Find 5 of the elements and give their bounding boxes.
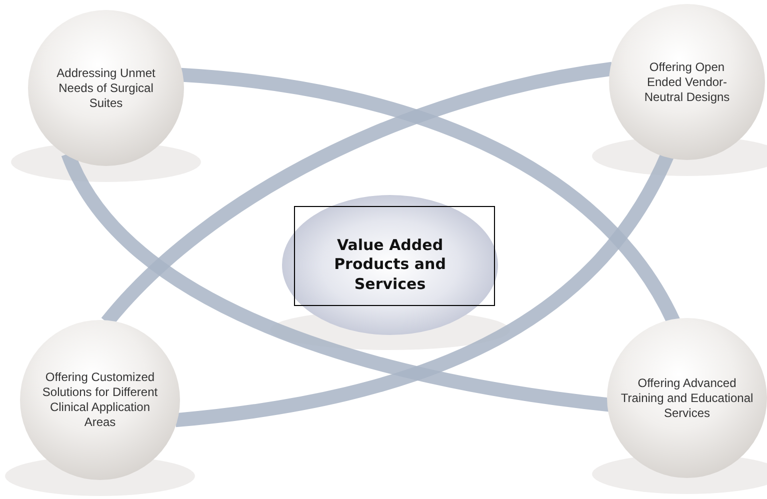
node-label: Offering Customized Solutions for Different Clinical Application Areas (41, 370, 159, 430)
node-label: Addressing Unmet Needs of Surgical Suites (56, 66, 156, 110)
node-label: Offering Open Ended Vendor-Neutral Designs (643, 60, 731, 104)
node-label: Offering Advanced Training and Educational Services (620, 376, 754, 420)
node-label: Value Added Products and Services (333, 236, 447, 294)
